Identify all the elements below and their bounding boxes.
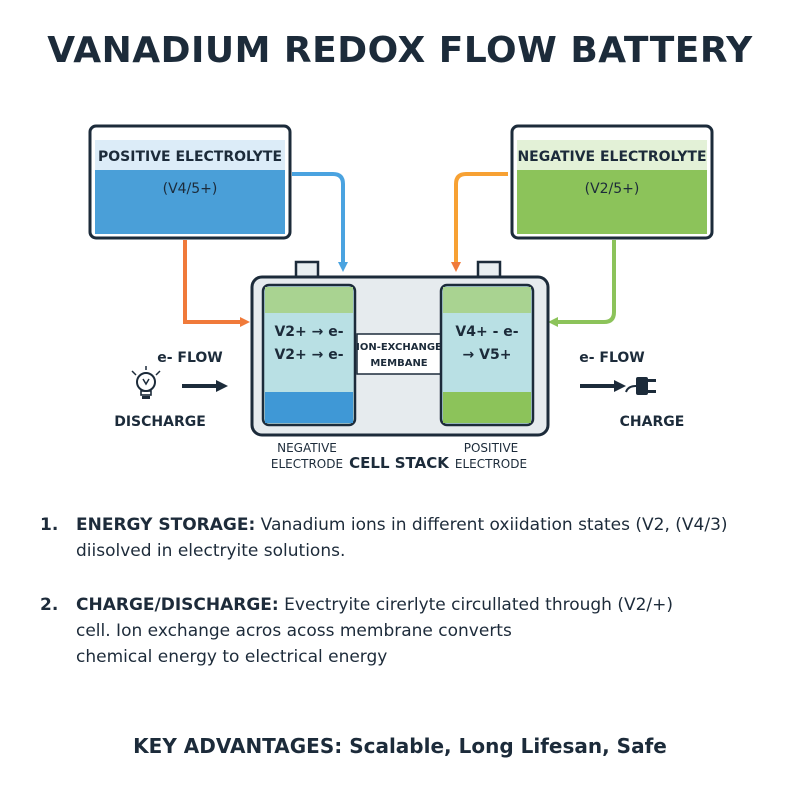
positive-tank-label: POSITIVE ELECTROLYTE: [98, 149, 282, 165]
ion-exchange-membrane: ION-EXCHANGE MEMBANE: [356, 333, 442, 375]
discharge-indicator: e- FLOW DISCHARGE: [114, 350, 228, 430]
left-e-flow-label: e- FLOW: [157, 350, 223, 366]
list-item: 1. ENERGY STORAGE: Vanadium ions in diff…: [40, 512, 760, 564]
key-advantages: KEY ADVANTAGES: Scalable, Long Lifesan, …: [133, 734, 667, 758]
positive-electrode: V4+ - e- → V5+: [439, 283, 535, 427]
list-item-text: diisolved in electryite solutions.: [76, 541, 346, 561]
list-item: 2. CHARGE/DISCHARGE: Evectryite cirerlyt…: [40, 592, 760, 670]
membrane-label-line-1: ION-EXCHANGE: [356, 342, 442, 353]
positive-reaction-line-2: → V5+: [463, 347, 512, 363]
right-e-flow-label: e- FLOW: [579, 350, 645, 366]
list-item-text: Evectryite cirerlyte circullated through…: [284, 595, 674, 615]
orange-flow-arrow-right: [451, 172, 508, 272]
negative-reaction-line-2: V2+ → e-: [274, 347, 343, 363]
charge-indicator: e- FLOW CHARGE: [579, 350, 684, 430]
negative-tank-formula: (V2/5+): [585, 181, 640, 197]
negative-tank-label: NEGATIVE ELECTROLYTE: [517, 149, 706, 165]
cell-stack: V2+ → e- V2+ → e- ION-EXCHANGE MEMBANE V…: [250, 260, 550, 437]
membrane-label-line-2: MEMBANE: [370, 358, 427, 369]
lightbulb-icon: [131, 366, 161, 399]
positive-electrode-label-2: ELECTRODE: [455, 457, 527, 471]
positive-electrode-label-1: POSITIVE: [464, 441, 519, 455]
list-item-heading: CHARGE/DISCHARGE:: [76, 595, 279, 615]
negative-reaction-line-1: V2+ → e-: [274, 324, 343, 340]
page-title: VANADIUM REDOX FLOW BATTERY: [47, 30, 753, 71]
green-flow-arrow: [548, 240, 616, 327]
list-item-text: Vanadium ions in different oxiidation st…: [260, 515, 728, 535]
list-item-number: 1.: [40, 515, 59, 535]
negative-electrode-label-1: NEGATIVE: [277, 441, 337, 455]
orange-flow-arrow-left: [183, 240, 250, 327]
discharge-label: DISCHARGE: [114, 414, 206, 430]
list-item-text: chemical energy to electrical energy: [76, 647, 388, 667]
charge-label: CHARGE: [620, 414, 685, 430]
negative-electrode-label-2: ELECTRODE: [271, 457, 343, 471]
list-item-text: cell. Ion exchange acros acoss membrane …: [76, 621, 512, 641]
negative-electrolyte-tank: NEGATIVE ELECTROLYTE (V2/5+): [510, 124, 714, 240]
positive-reaction-line-1: V4+ - e-: [455, 324, 518, 340]
cell-stack-label: CELL STACK: [349, 454, 450, 472]
list-item-number: 2.: [40, 595, 59, 615]
positive-tank-formula: (V4/5+): [163, 181, 218, 197]
blue-flow-arrow: [292, 172, 348, 272]
plug-icon: [625, 377, 656, 395]
explanation-list: 1. ENERGY STORAGE: Vanadium ions in diff…: [40, 512, 760, 698]
list-item-heading: ENERGY STORAGE:: [76, 515, 256, 535]
negative-electrode: V2+ → e- V2+ → e-: [261, 283, 357, 427]
positive-electrolyte-tank: POSITIVE ELECTROLYTE (V4/5+): [88, 124, 292, 240]
